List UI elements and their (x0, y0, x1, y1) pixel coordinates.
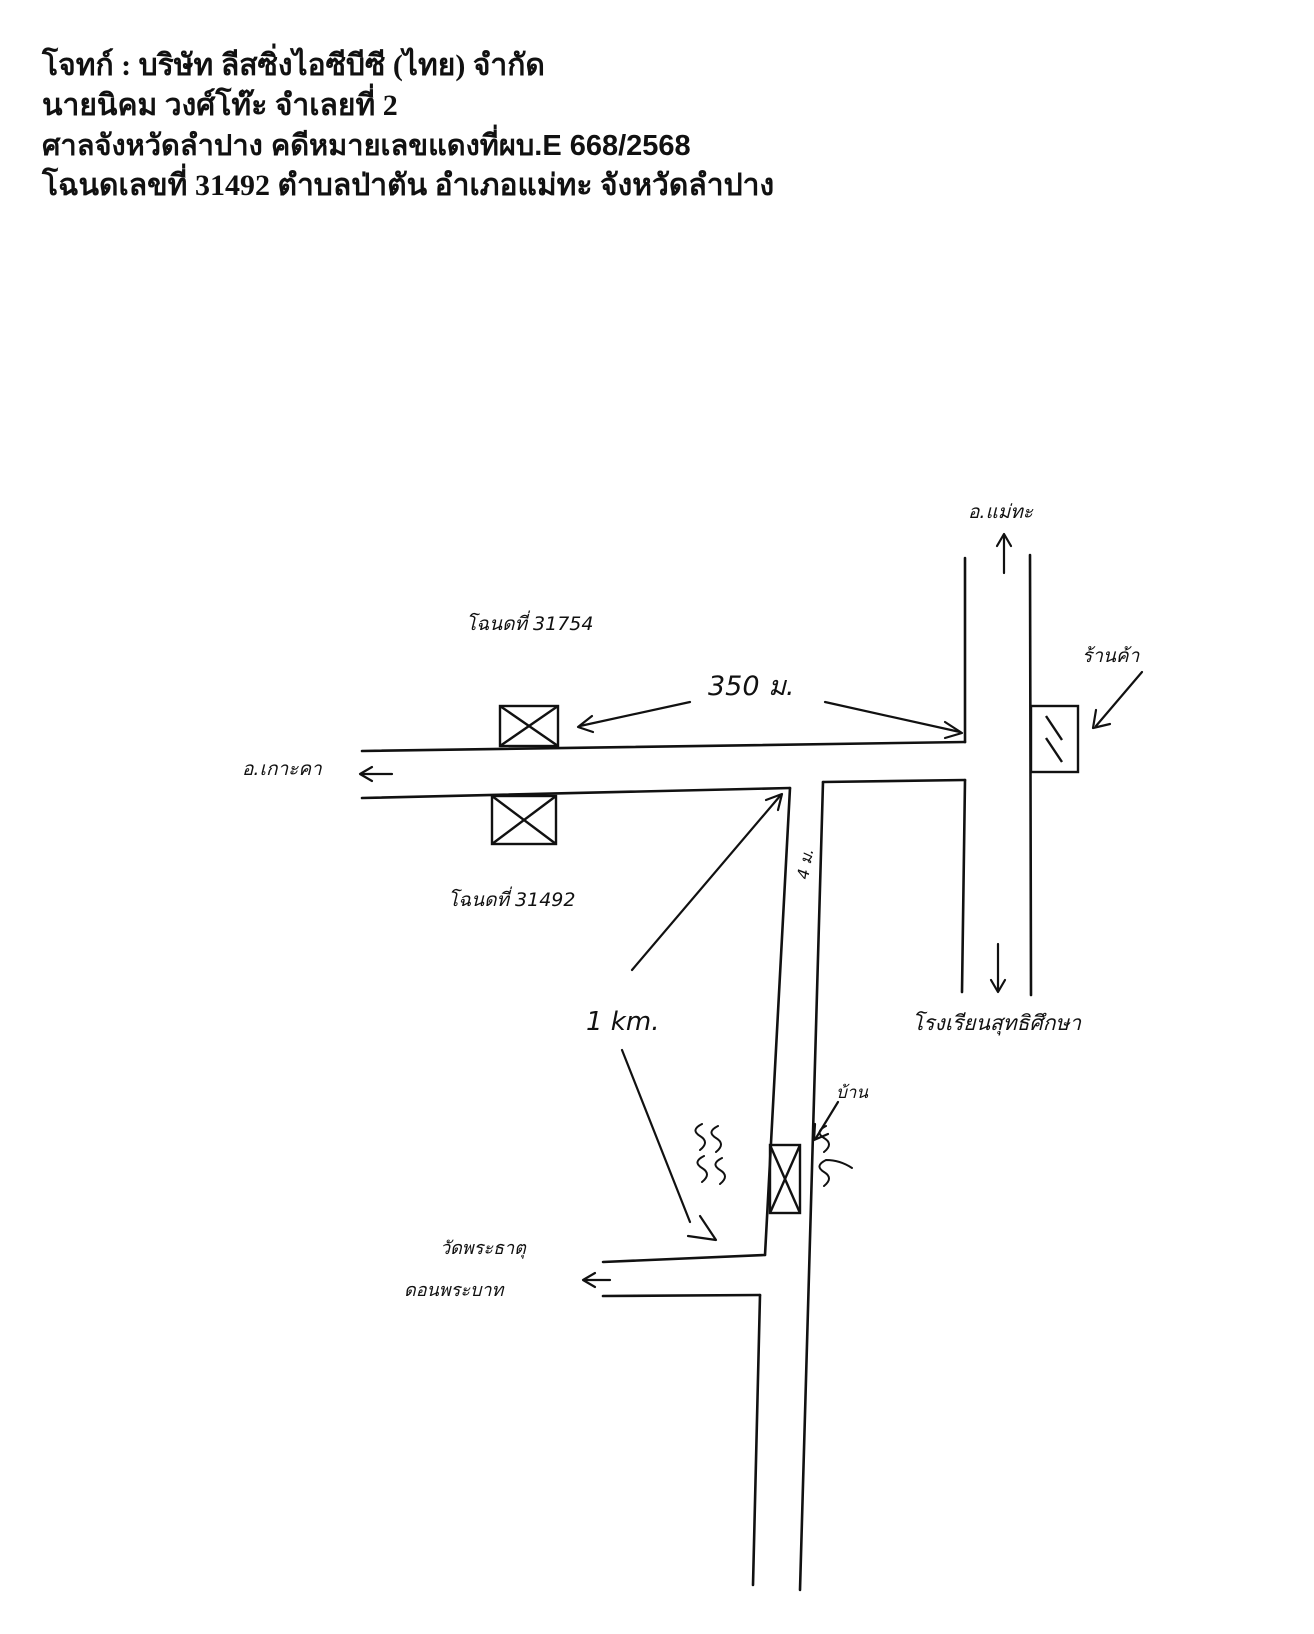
road-ns-right-edge (1028, 553, 1033, 997)
road-ew-top-edge (360, 740, 967, 753)
arrow-to-west (358, 765, 394, 783)
tree-right-icon (818, 1125, 853, 1187)
deed-31754-plot (498, 704, 560, 748)
plaintiff-line: โจทก์ : บริษัท ลีสซิ่งไอซีบีซี (ไทย) จำก… (42, 49, 545, 82)
side-road-left-edge (763, 786, 792, 1257)
temple-road-top-edge (601, 1253, 767, 1264)
house-marker (768, 1143, 802, 1215)
arrow-to-shop (1091, 670, 1144, 730)
road-ew-bottom-edge-west (360, 786, 792, 800)
distance-1km-arrows (620, 792, 784, 1242)
side-road-left-edge-lower (751, 1293, 762, 1587)
label-temple-line1: วัดพระธาตุ (440, 1238, 527, 1259)
label-house: บ้าน (836, 1083, 868, 1103)
label-distance-1km: 1 km. (586, 1007, 659, 1037)
label-to-north: อ.แม่ทะ (968, 501, 1034, 523)
road-ew-bottom-edge-east (821, 778, 967, 784)
deed-location-line: โฉนดเลขที่ 31492 ตำบลป่าตัน อำเภอแม่ทะ จ… (42, 169, 775, 202)
label-temple-line2: ดอนพระบาท (404, 1280, 506, 1301)
tree-left-icon (694, 1123, 726, 1185)
temple-road-bottom-edge (601, 1293, 762, 1298)
deed-31492-plot (490, 794, 558, 846)
label-to-west: อ.เกาะคา (242, 758, 323, 780)
label-school: โรงเรียนสุทธิศึกษา (912, 1011, 1082, 1036)
label-side-road-width: 4 ม. (793, 847, 817, 881)
case-header: โจทก์ : บริษัท ลีสซิ่งไอซีบีซี (ไทย) จำก… (42, 46, 1042, 206)
arrow-to-house (812, 1100, 840, 1142)
defendant-line: นายนิคม วงศ์โท๊ะ จำเลยที่ 2 (42, 89, 398, 122)
arrow-to-south (989, 942, 1007, 994)
side-road-right-edge (798, 780, 825, 1592)
shop-building (1029, 704, 1080, 774)
arrow-to-temple (581, 1271, 612, 1289)
distance-350m-arrows (576, 700, 964, 740)
court-case-line: ศาลจังหวัดลำปาง คดีหมายเลขแดงที่ผบ.E 668… (42, 130, 691, 162)
arrow-to-north (995, 532, 1013, 575)
label-distance-350m: 350 ม. (708, 671, 795, 702)
label-shop: ร้านค้า (1082, 645, 1141, 667)
label-deed-31492: โฉนดที่ 31492 (448, 886, 575, 911)
label-deed-31754: โฉนดที่ 31754 (466, 610, 593, 635)
road-ns-left-edge-lower (960, 778, 967, 994)
